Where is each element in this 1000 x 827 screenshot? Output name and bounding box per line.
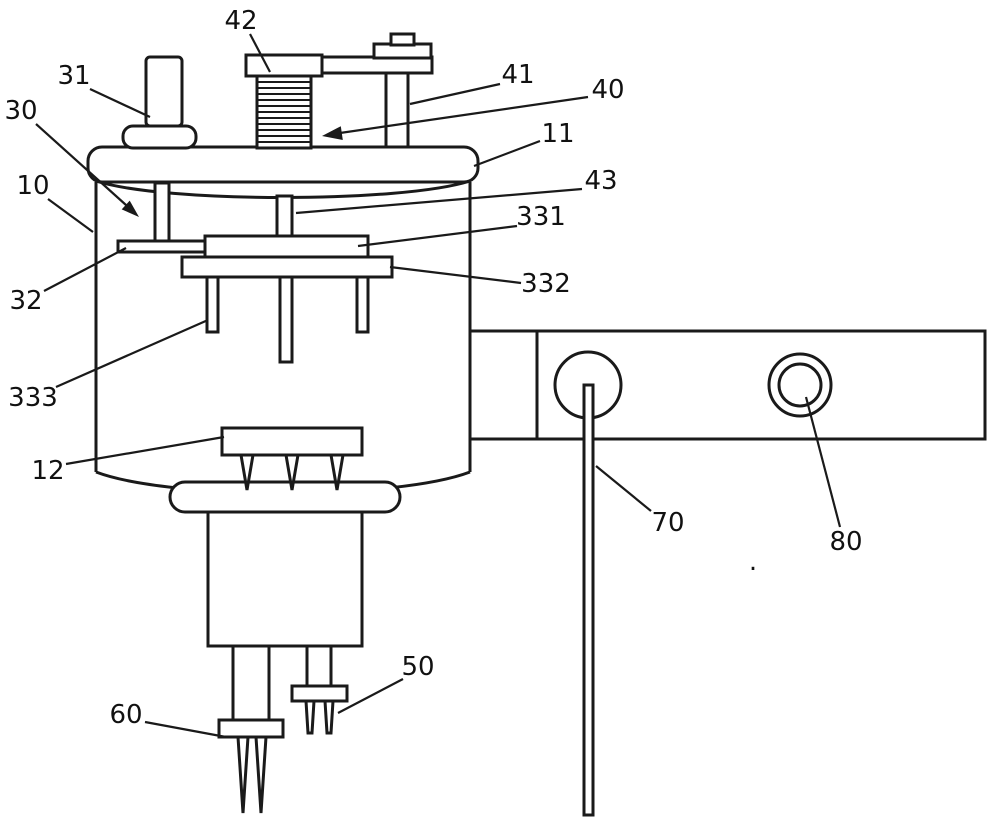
ref-label-332: 332: [521, 269, 571, 299]
block-12-body: [220, 426, 364, 457]
prong-left: [304, 699, 316, 735]
prong-rod-50: [305, 644, 333, 688]
needle-block-12: [220, 426, 364, 491]
leg-333-left: [205, 275, 220, 334]
leader-332: [389, 265, 522, 285]
leader-lines: [35, 33, 842, 739]
ref-label-30: 30: [4, 96, 37, 126]
leader-30: [35, 123, 127, 206]
ref-label-32: 32: [9, 286, 42, 316]
ref-label-50: 50: [401, 652, 434, 682]
block-12-needle-1: [239, 453, 255, 491]
leader-31: [89, 88, 151, 118]
bolt-rod-41: [384, 71, 410, 149]
ref-label-31: 31: [57, 61, 90, 91]
screw-flange: [244, 53, 324, 78]
ref-label-41: 41: [501, 60, 534, 90]
leader-12: [65, 435, 225, 466]
ring-80-inner: [777, 362, 823, 408]
leader-70: [595, 465, 652, 512]
needle-rod-60: [231, 644, 271, 722]
block-12-needle-3: [329, 453, 345, 491]
block-12-needle-2: [284, 453, 300, 491]
knob-31: [121, 55, 198, 150]
ref-label-60: 60: [109, 700, 142, 730]
arrowhead-30: [121, 200, 139, 217]
side-arm: [468, 329, 987, 441]
needle-flange-60: [217, 718, 285, 739]
leader-40: [339, 95, 589, 135]
leader-10: [47, 198, 94, 233]
ref-label-42: 42: [224, 6, 257, 36]
leader-11: [473, 139, 541, 168]
leader-331: [357, 224, 518, 248]
plate-332: [180, 255, 394, 279]
needle-spike-left: [236, 735, 250, 814]
hanging-rod-70: [582, 383, 595, 817]
leader-32: [43, 247, 127, 292]
plate-331: [203, 234, 370, 259]
plate-32: [116, 239, 209, 254]
ref-label-333: 333: [8, 383, 58, 413]
leader-41: [409, 82, 501, 106]
ref-label-43: 43: [584, 166, 617, 196]
leader-43: [295, 187, 583, 215]
bolt-nub-41: [389, 32, 416, 47]
knob-base: [121, 124, 198, 150]
leader-333: [55, 318, 209, 389]
ref-label-70: 70: [651, 508, 684, 538]
pin-30: [153, 181, 171, 243]
screw-thread-hatching: [257, 81, 311, 143]
prong-right: [323, 699, 335, 735]
prong-assembly-50: [290, 644, 349, 735]
ref-label-40: 40: [591, 75, 624, 105]
reference-labels: 42 31 30 40 41 11 10 43 331 332 32 333 1…: [4, 6, 862, 730]
leader-50: [337, 678, 404, 714]
top-lid: [86, 145, 480, 184]
leg-333-center: [278, 275, 294, 364]
knob-stem: [144, 55, 184, 128]
side-arm-box: [468, 329, 987, 441]
needle-assembly-60: [217, 644, 285, 814]
arrowhead-40: [322, 126, 343, 140]
threaded-screw-42: [244, 53, 324, 150]
ref-label-11: 11: [541, 119, 574, 149]
leader-60: [144, 720, 227, 739]
lower-cylinder: [206, 508, 364, 648]
bottom-flange: [168, 480, 402, 514]
needle-spike-right: [254, 735, 268, 814]
stray-period: .: [749, 547, 757, 577]
leader-80: [804, 396, 842, 528]
pin-43: [275, 194, 294, 238]
ref-label-80: 80: [829, 527, 862, 557]
leader-42: [249, 33, 271, 73]
ref-label-12: 12: [31, 456, 64, 486]
inner-mechanism: [116, 181, 394, 364]
leg-333-right: [355, 275, 370, 334]
ref-label-10: 10: [16, 171, 49, 201]
prong-flange-50: [290, 684, 349, 703]
ref-label-331: 331: [516, 202, 566, 232]
